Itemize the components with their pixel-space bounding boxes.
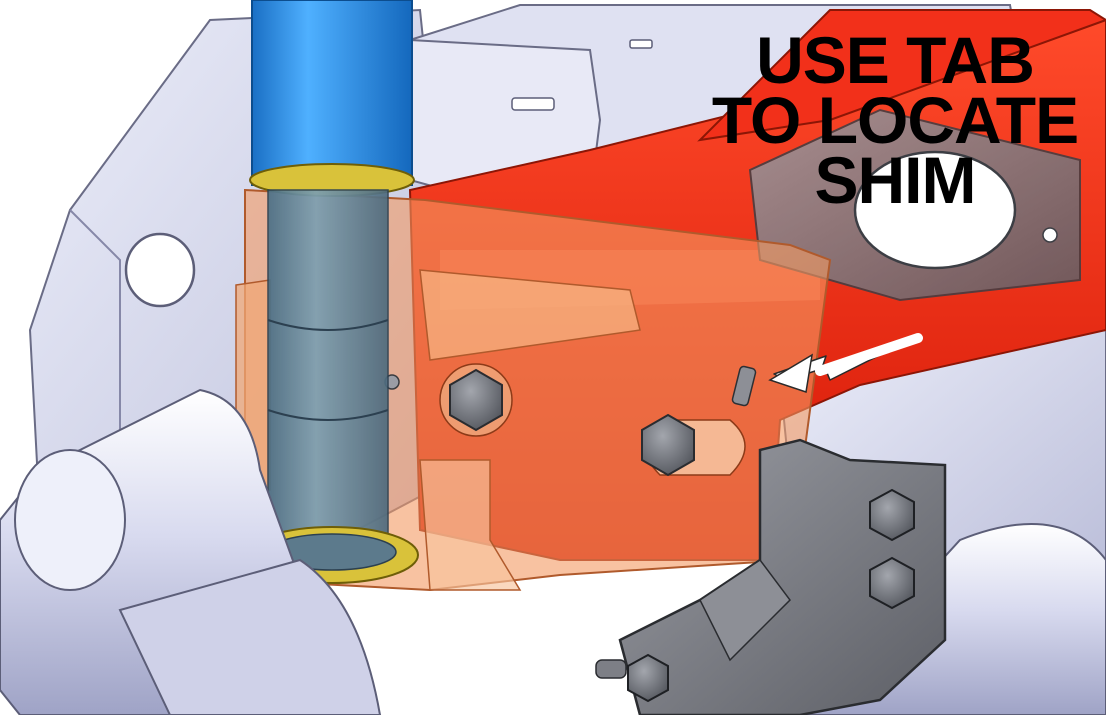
pointer-arrow-icon [768,333,923,393]
sleeve-groove [267,409,389,421]
gusset-hole [853,150,1017,270]
hex-bolt-icon [869,556,915,610]
gusset-small-hole [1042,227,1058,243]
hex-bolt-icon [869,488,915,542]
locating-tab [731,365,757,407]
bracket-slot [629,39,653,49]
callout-line: USE TAB [756,23,1035,97]
callout-line: TO LOCATE [711,83,1079,157]
side-plate-hole [124,232,196,308]
blue-tube [251,0,413,186]
lower-left-roller-body [118,558,382,715]
shim-bracket-foot [419,459,522,591]
stud [595,659,627,679]
hex-bolt-icon [439,363,513,437]
hex-bolt-icon [627,653,669,703]
inner-sleeve [267,189,389,561]
callout-line: SHIM [814,143,977,217]
hex-bolt-icon [641,413,695,477]
red-frame-top [697,9,1106,142]
strap-bracket-bend [699,558,791,662]
callout-label: USE TAB TO LOCATE SHIM [700,23,1090,217]
roller-end [14,449,126,591]
sleeve-groove [267,319,389,331]
shim-bracket-ledge [419,269,641,361]
bracket-slot [511,97,555,111]
